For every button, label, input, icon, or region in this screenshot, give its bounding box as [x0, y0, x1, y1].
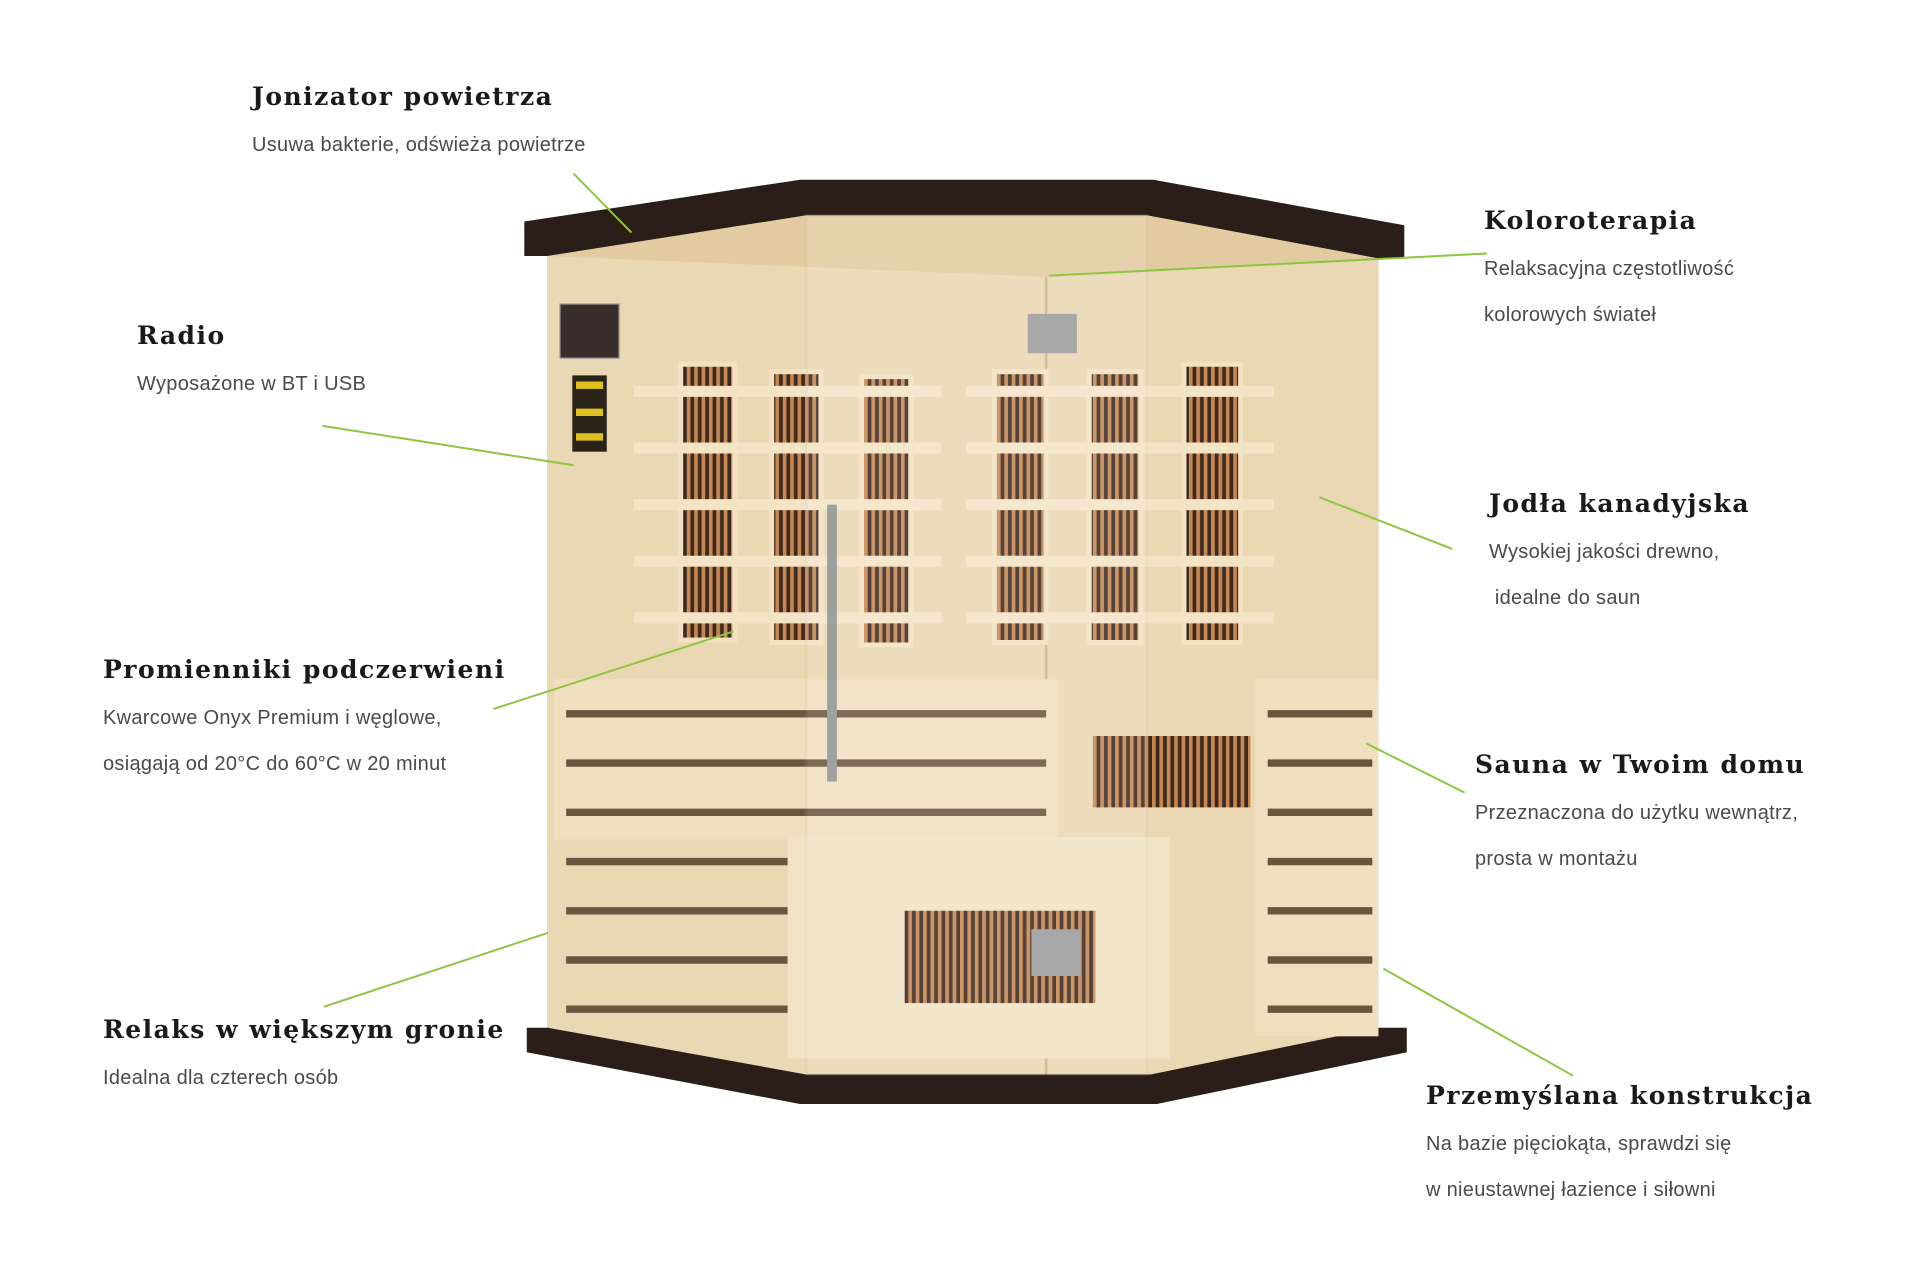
feature-desc: prosta w montażu [1475, 848, 1638, 870]
feature-capacity: Relaks w większym gronie Idealna dla czt… [103, 1015, 505, 1101]
feature-desc: osiągają od 20°C do 60°C w 20 minut [103, 753, 447, 775]
feature-title: Przemyślana konstrukcja [1426, 1081, 1814, 1110]
feature-desc: Wysokiej jakości drewno, [1489, 541, 1720, 563]
feature-title: Radio [137, 321, 226, 350]
feature-desc: idealne do saun [1489, 587, 1641, 609]
feature-infrared: Promienniki podczerwieni Kwarcowe Onyx P… [103, 655, 506, 787]
feature-desc: Relaksacyjna częstotliwość [1484, 258, 1735, 280]
feature-ionizer: Jonizator powietrza Usuwa bakterie, odśw… [252, 82, 586, 168]
feature-radio: Radio Wyposażone w BT i USB [137, 321, 366, 407]
leader-lines [322, 172, 1574, 1077]
feature-desc: Wyposażone w BT i USB [137, 373, 367, 395]
feature-title: Relaks w większym gronie [103, 1015, 505, 1044]
feature-desc: Na bazie pięciokąta, sprawdzi się [1426, 1133, 1732, 1155]
feature-title: Jodła kanadyjska [1489, 489, 1751, 518]
feature-desc: Kwarcowe Onyx Premium i węglowe, [103, 707, 442, 729]
feature-desc: Idealna dla czterech osób [103, 1067, 339, 1089]
radio-panel [559, 303, 620, 359]
feature-desc: w nieustawnej łazience i siłowni [1426, 1179, 1716, 1201]
door-handle [827, 504, 837, 782]
feature-title: Promienniki podczerwieni [103, 655, 506, 684]
feature-construction: Przemyślana konstrukcja Na bazie pięciok… [1426, 1081, 1813, 1213]
feature-desc: kolorowych świateł [1484, 304, 1657, 326]
feature-desc: Usuwa bakterie, odświeża powietrze [252, 134, 586, 156]
feature-wood: Jodła kanadyjska Wysokiej jakości drewno… [1489, 489, 1750, 621]
sauna-ceiling [547, 215, 1379, 277]
feature-desc: Przeznaczona do użytku wewnątrz, [1475, 802, 1799, 824]
feature-title: Jonizator powietrza [252, 82, 554, 111]
feature-chromotherapy: Koloroterapia Relaksacyjna częstotliwość… [1484, 206, 1734, 338]
back-heater [1092, 736, 1251, 808]
feature-home: Sauna w Twoim domu Przeznaczona do użytk… [1475, 750, 1805, 882]
feature-title: Koloroterapia [1484, 206, 1698, 235]
feature-title: Sauna w Twoim domu [1475, 750, 1806, 779]
